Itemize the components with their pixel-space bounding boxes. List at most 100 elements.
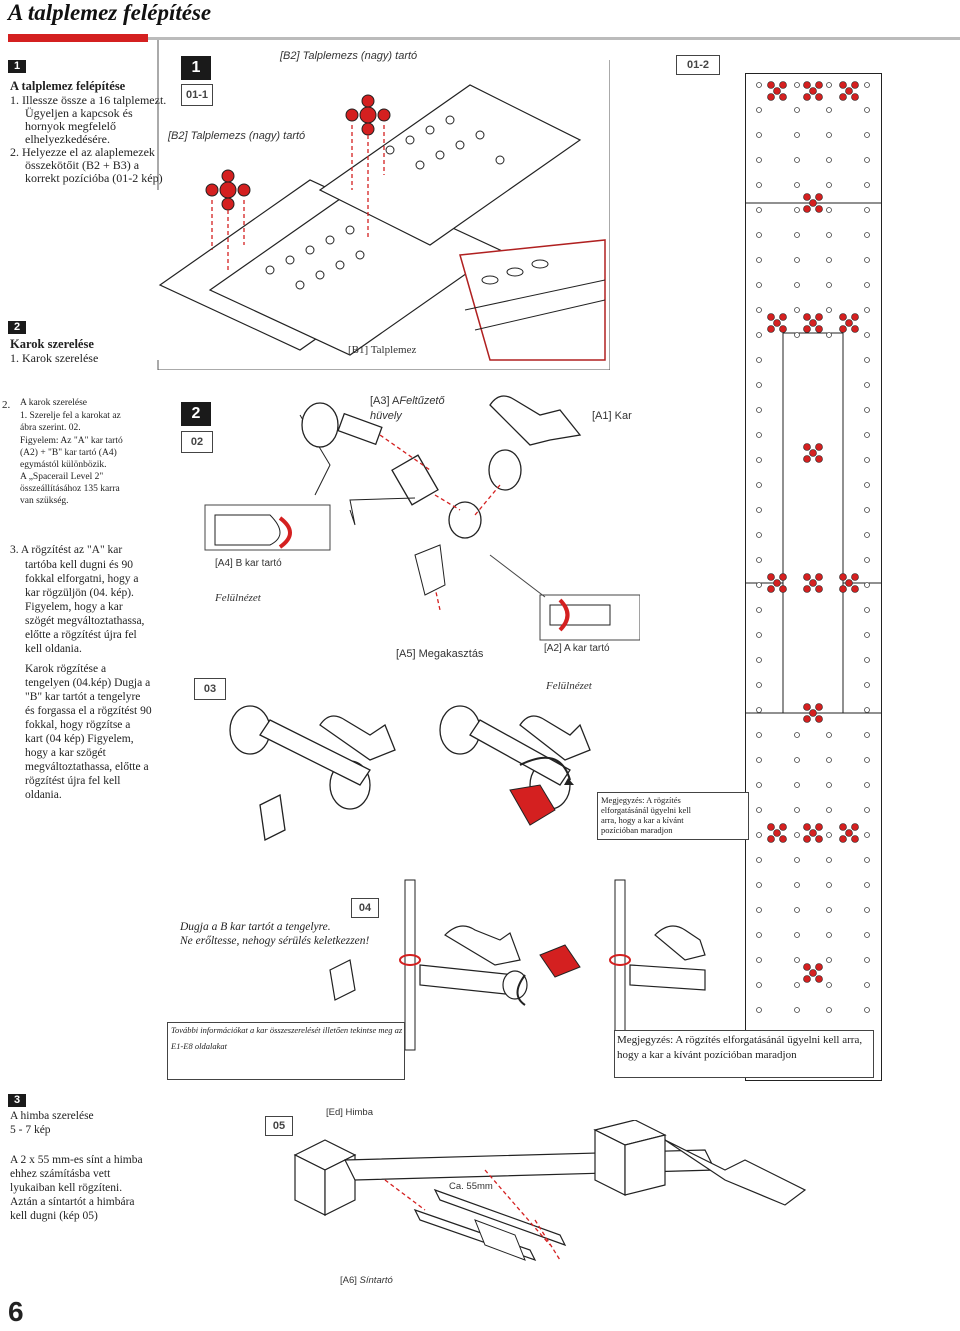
connector-mark: [803, 975, 811, 983]
grid-dot: [756, 507, 762, 513]
grid-dot: [794, 907, 800, 913]
grid-dot: [826, 82, 832, 88]
grid-dot: [864, 257, 870, 263]
grid-dot: [826, 1007, 832, 1013]
grid-dot: [826, 207, 832, 213]
section2-text2-line8: összeállításához 135 karra: [20, 484, 120, 494]
connector-mark: [839, 313, 847, 321]
grid-dot: [864, 407, 870, 413]
section2-sub: 1. Karok szerelése: [10, 351, 99, 365]
grid-dot: [794, 932, 800, 938]
grid-dot: [864, 707, 870, 713]
grid-dot: [756, 207, 762, 213]
step-badge-1: 1: [181, 56, 211, 80]
connector-mark: [815, 703, 823, 711]
section2-text3-line1: tartóba kell dugni és 90: [25, 559, 133, 571]
grid-dot: [756, 957, 762, 963]
section2-text4-line0: Karok rögzítése a: [25, 663, 107, 675]
label-felulnezet-2: Felülnézet: [546, 680, 592, 692]
label-a2: [A2] A kar tartó: [544, 643, 610, 654]
grid-dot: [794, 107, 800, 113]
section2-text3-line7: kell oldania.: [25, 643, 82, 655]
grid-dot: [864, 482, 870, 488]
note-box-small: [597, 792, 749, 840]
section2-text4-line3: és forgassa el a rögzítést 90: [25, 705, 152, 717]
grid-dot: [864, 632, 870, 638]
grid-dot: [864, 882, 870, 888]
baseplate-illustration: [157, 40, 610, 370]
connector-mark: [815, 823, 823, 831]
grid-dot: [864, 382, 870, 388]
label-a1: [A1] Kar: [592, 410, 632, 422]
grid-dot: [756, 257, 762, 263]
grid-dot: [794, 307, 800, 313]
grid-dot: [864, 457, 870, 463]
connector-mark: [803, 455, 811, 463]
label-a3-line1: [A3] AFeltűzető: [370, 395, 445, 407]
grid-dot: [794, 232, 800, 238]
grid-dot: [864, 1007, 870, 1013]
grid-dot: [756, 182, 762, 188]
connector-mark: [845, 319, 853, 327]
header-divider: [148, 37, 960, 40]
grid-dot: [864, 557, 870, 563]
section2-text2-line7: A „Spacerail Level 2": [20, 472, 104, 482]
connector-mark: [815, 835, 823, 843]
grid-dot: [864, 607, 870, 613]
connector-mark: [803, 443, 811, 451]
section1-line-4: 2. Helyezze el az alaplemezek: [10, 145, 155, 159]
section2-text2-line4: Figyelem: Az "A" kar tartó: [20, 436, 123, 446]
arm-assembly-illustration: [204, 395, 640, 641]
connector-mark: [851, 81, 859, 89]
connector-mark: [803, 93, 811, 101]
grid-dot: [864, 957, 870, 963]
connector-mark: [803, 703, 811, 711]
connector-mark: [815, 81, 823, 89]
grid-dot: [826, 857, 832, 863]
step-box-02: 02: [181, 431, 213, 453]
connector-mark: [779, 325, 787, 333]
connector-mark: [773, 319, 781, 327]
grid-dot: [756, 657, 762, 663]
section3-text-line2: lyukaiban kell rögzíteni.: [10, 1182, 123, 1194]
section2-text4-line6: hogy a kar szögét: [25, 747, 106, 759]
grid-dot: [756, 632, 762, 638]
label-ca-55mm: Ca. 55mm: [449, 1181, 493, 1192]
connector-mark: [767, 823, 775, 831]
step-badge-2: 2: [181, 402, 211, 426]
caption4-line2: Ne erőltesse, nehogy sérülés keletkezzen…: [180, 935, 370, 947]
grid-dot: [864, 507, 870, 513]
step-box-03: 03: [194, 678, 226, 700]
grid-dot: [794, 782, 800, 788]
note-small-line3: pozícióban maradjon: [601, 825, 673, 835]
connector-mark: [779, 835, 787, 843]
connector-mark: [815, 573, 823, 581]
note-small-line1: elforgatásánál ügyelni kell: [601, 805, 692, 815]
grid-dot: [826, 282, 832, 288]
step-box-01-1: 01-1: [181, 84, 213, 106]
grid-dot: [756, 882, 762, 888]
section3-heading: A himba szerelése: [10, 1110, 94, 1122]
grid-dot: [756, 332, 762, 338]
grid-dot: [756, 907, 762, 913]
axle-mount-illustration: [329, 879, 706, 1051]
grid-dot: [794, 807, 800, 813]
grid-dot: [826, 332, 832, 338]
grid-dot: [794, 982, 800, 988]
connector-mark: [815, 963, 823, 971]
section2-text2-line1: A karok szerelése: [20, 398, 87, 408]
section1-line-5: összekötőit (B2 + B3) a: [25, 158, 140, 172]
grid-dot: [864, 132, 870, 138]
connector-mark: [815, 325, 823, 333]
connector-mark: [779, 573, 787, 581]
section2-text3-line5: szögét megváltoztathassa,: [25, 615, 145, 627]
grid-dot: [826, 807, 832, 813]
connector-mark: [779, 81, 787, 89]
section1-line-3: elhelyezkedésére.: [25, 132, 110, 146]
grid-dot: [864, 432, 870, 438]
connector-mark: [815, 205, 823, 213]
note-small-line2: arra, hogy a kar a kívánt: [601, 815, 684, 825]
note-box-big: [614, 1030, 874, 1078]
grid-dot: [794, 157, 800, 163]
section2-text4-line9: oldania.: [25, 789, 62, 801]
